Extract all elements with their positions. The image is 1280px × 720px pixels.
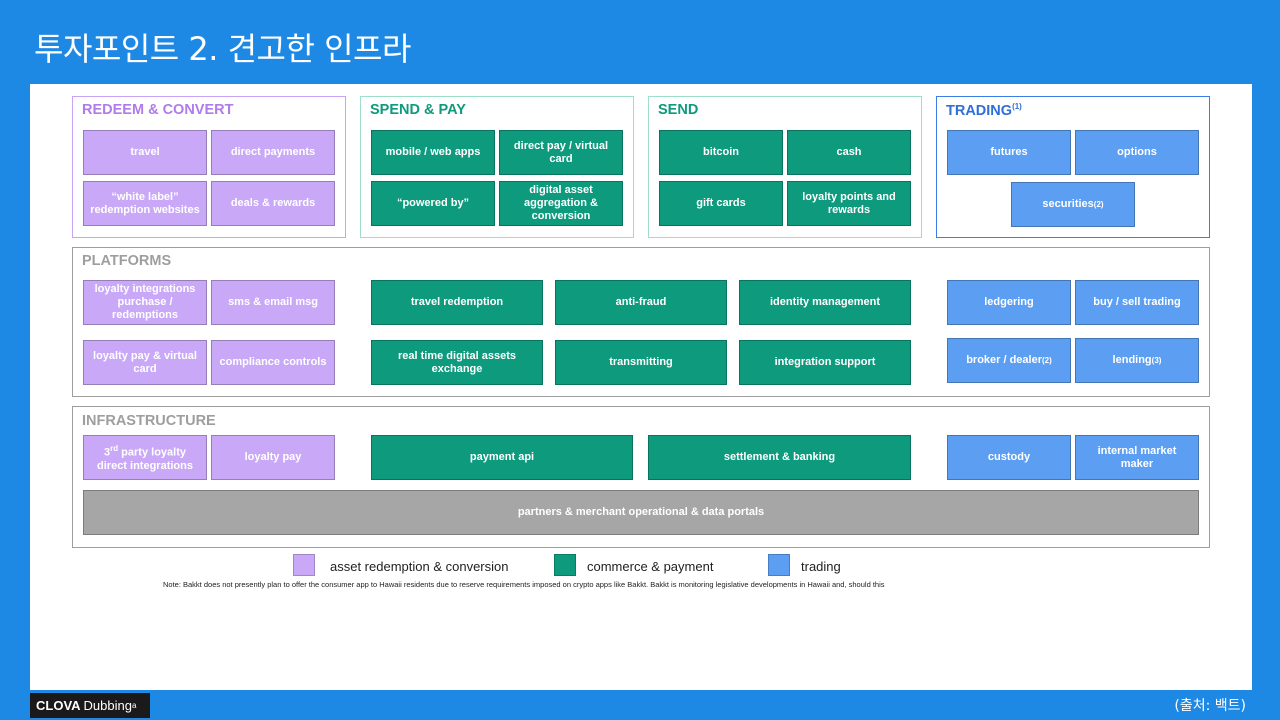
tile-identity-management: identity management <box>739 280 911 325</box>
tile-integration-support: integration support <box>739 340 911 385</box>
tile-realtime-exchange: real time digital assets exchange <box>371 340 543 385</box>
tile-cash: cash <box>787 130 911 175</box>
source-caption: (출처: 백트) <box>1174 698 1246 714</box>
tile-loyalty-points-rewards: loyalty points and rewards <box>787 181 911 226</box>
trading-section <box>936 96 1210 238</box>
infrastructure-section <box>72 406 1210 548</box>
footnote: Note: Bakkt does not presently plan to o… <box>163 580 885 589</box>
trading-section-title: TRADING(1) <box>946 102 1022 119</box>
tile-internal-market-maker: internal market maker <box>1075 435 1199 480</box>
tile-mobile-web-apps: mobile / web apps <box>371 130 495 175</box>
tile-custody: custody <box>947 435 1071 480</box>
tile-options: options <box>1075 130 1199 175</box>
infrastructure-section-title: INFRASTRUCTURE <box>82 413 216 429</box>
redeem-section-title: REDEEM & CONVERT <box>82 102 234 118</box>
spend-section-title: SPEND & PAY <box>370 102 466 118</box>
legend-label-purple: asset redemption & conversion <box>330 559 509 574</box>
legend-swatch-purple <box>293 554 315 576</box>
tile-third-party-loyalty: 3rd party loyalty direct integrations <box>83 435 207 480</box>
platforms-section-title: PLATFORMS <box>82 253 172 269</box>
tile-travel: travel <box>83 130 207 175</box>
tile-powered-by: “powered by” <box>371 181 495 226</box>
tile-futures: futures <box>947 130 1071 175</box>
send-section-title: SEND <box>658 102 699 118</box>
tile-loyalty-pay-virtual-card: loyalty pay & virtual card <box>83 340 207 385</box>
tile-digital-asset-aggregation: digital asset aggregation & conversion <box>499 181 623 226</box>
legend-swatch-blue <box>768 554 790 576</box>
tile-broker-dealer: broker / dealer(2) <box>947 338 1071 383</box>
content-panel: REDEEM & CONVERT travel direct payments … <box>30 84 1252 690</box>
tile-direct-pay-virtual-card: direct pay / virtual card <box>499 130 623 175</box>
tile-settlement-banking: settlement & banking <box>648 435 911 480</box>
slide-title: 투자포인트 2. 견고한 인프라 <box>34 30 411 68</box>
redeem-section <box>72 96 346 238</box>
spend-section <box>360 96 634 238</box>
tile-white-label-websites: “white label” redemption websites <box>83 181 207 226</box>
tile-transmitting: transmitting <box>555 340 727 385</box>
platforms-section <box>72 247 1210 397</box>
legend-swatch-green <box>554 554 576 576</box>
send-section <box>648 96 922 238</box>
tile-sms-email: sms & email msg <box>211 280 335 325</box>
tile-lending: lending(3) <box>1075 338 1199 383</box>
tile-securities: securities(2) <box>1011 182 1135 227</box>
tile-direct-payments: direct payments <box>211 130 335 175</box>
tile-deals-rewards: deals & rewards <box>211 181 335 226</box>
tile-payment-api: payment api <box>371 435 633 480</box>
legend-label-green: commerce & payment <box>587 559 714 574</box>
tile-gift-cards: gift cards <box>659 181 783 226</box>
tile-travel-redemption: travel redemption <box>371 280 543 325</box>
tile-anti-fraud: anti-fraud <box>555 280 727 325</box>
tile-partner-portals: partners & merchant operational & data p… <box>83 490 1199 535</box>
tile-loyalty-pay: loyalty pay <box>211 435 335 480</box>
tile-bitcoin: bitcoin <box>659 130 783 175</box>
tile-compliance-controls: compliance controls <box>211 340 335 385</box>
tile-buy-sell-trading: buy / sell trading <box>1075 280 1199 325</box>
tile-ledgering: ledgering <box>947 280 1071 325</box>
legend-label-blue: trading <box>801 559 841 574</box>
tile-loyalty-integrations: loyalty integrations purchase / redempti… <box>83 280 207 325</box>
